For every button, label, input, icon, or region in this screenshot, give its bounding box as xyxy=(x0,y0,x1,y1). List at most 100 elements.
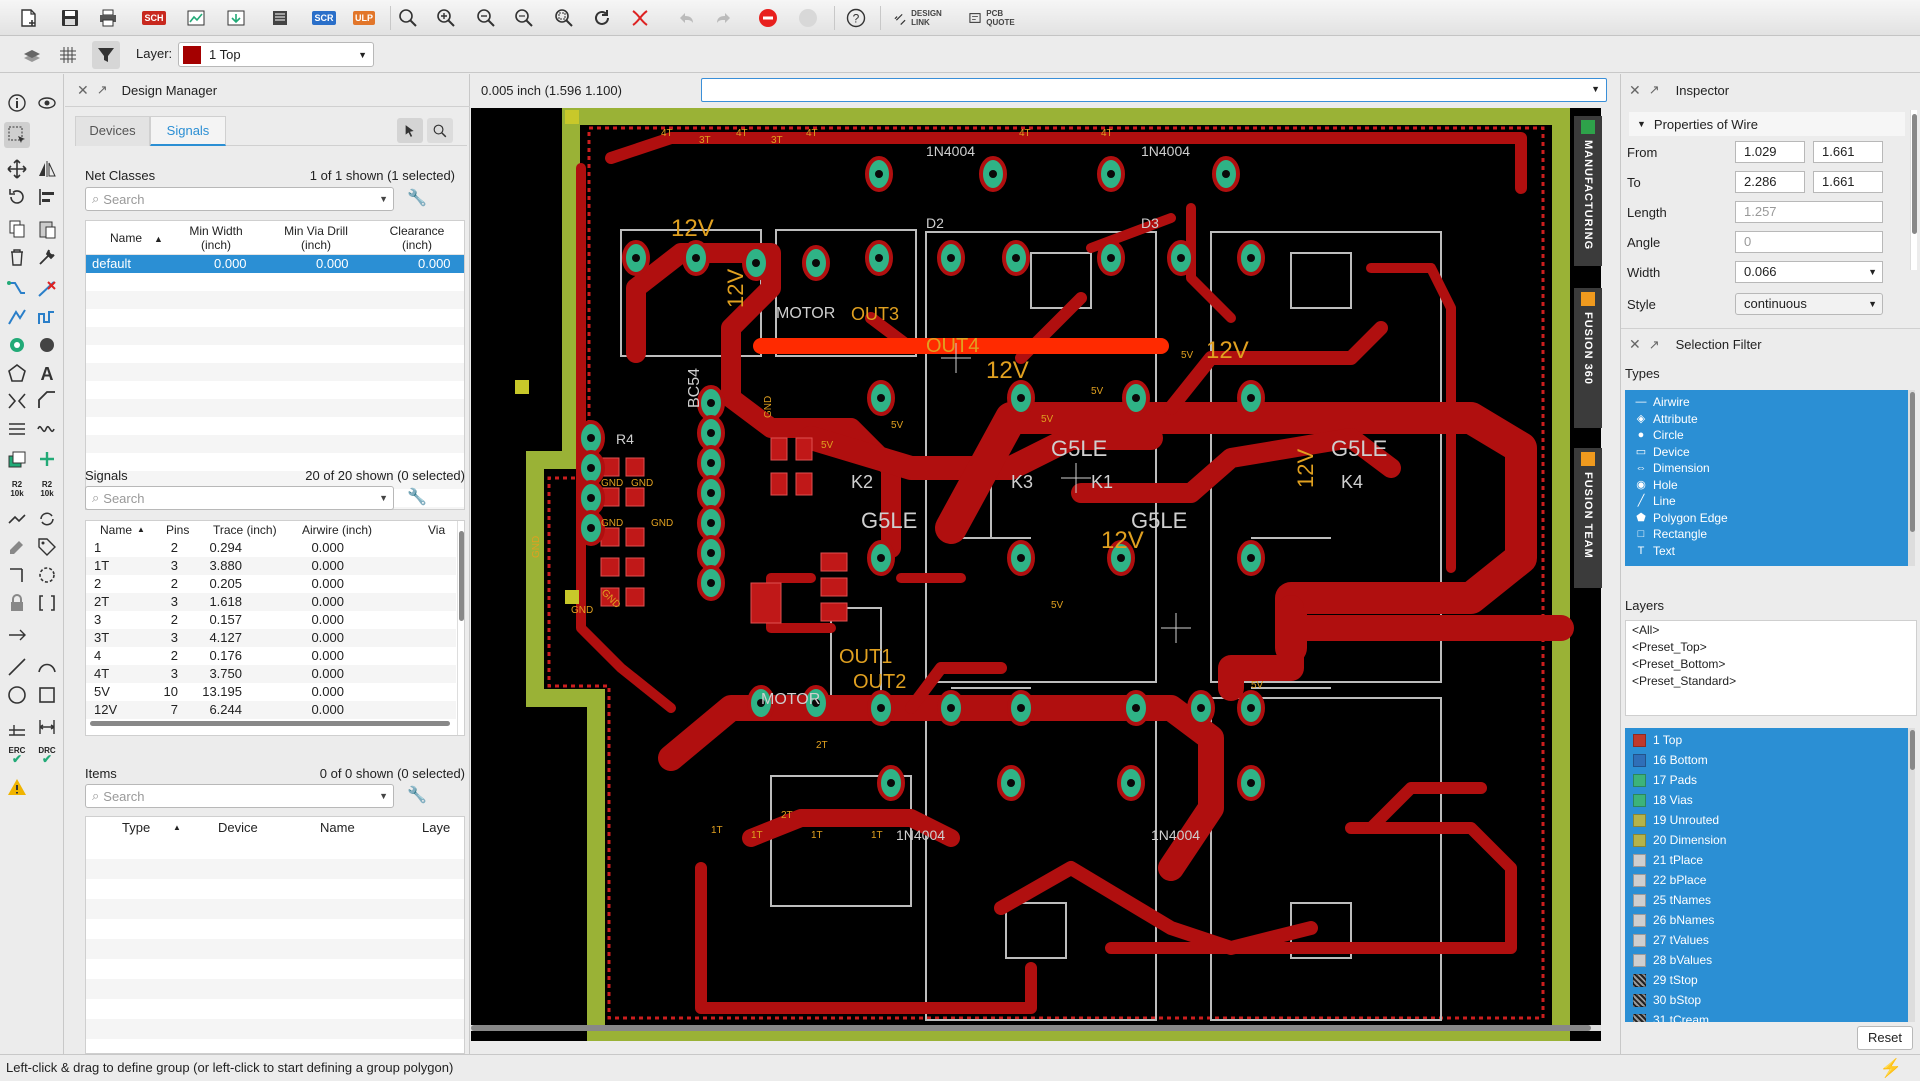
miter-icon[interactable] xyxy=(34,388,60,414)
stop-icon[interactable] xyxy=(754,4,782,32)
select-mode-button[interactable] xyxy=(397,118,423,143)
route-icon[interactable] xyxy=(4,276,30,302)
copy-icon[interactable] xyxy=(4,216,30,242)
optimize-icon[interactable] xyxy=(4,416,30,442)
polygon-icon[interactable] xyxy=(4,360,30,386)
drc-icon[interactable]: DRC✔ xyxy=(38,746,56,766)
smash-icon[interactable] xyxy=(4,506,30,532)
close-icon[interactable]: ✕ xyxy=(1629,81,1641,98)
layer-item[interactable]: 29 tStop xyxy=(1625,970,1698,990)
arrow-right-icon[interactable] xyxy=(4,622,30,648)
new-file-icon[interactable] xyxy=(14,4,42,32)
type-item[interactable]: ╱Line xyxy=(1625,491,1676,511)
type-item[interactable]: —Airwire xyxy=(1625,392,1690,412)
preset-item[interactable]: <Preset_Bottom> xyxy=(1632,657,1726,671)
scrollbar[interactable] xyxy=(457,521,464,735)
from-y-input[interactable]: 1.661 xyxy=(1813,141,1883,163)
print-icon[interactable] xyxy=(94,4,122,32)
wrench-icon[interactable]: 🔧 xyxy=(407,787,427,804)
redo-icon[interactable] xyxy=(710,4,738,32)
layer-stack-icon[interactable] xyxy=(4,446,30,472)
ripup-icon[interactable] xyxy=(34,276,60,302)
mark-icon[interactable] xyxy=(4,714,30,740)
zoom-fit-icon[interactable] xyxy=(394,4,422,32)
rotate-icon[interactable] xyxy=(4,184,30,210)
schematic-icon[interactable]: SCH xyxy=(142,11,166,25)
close-icon[interactable]: ✕ xyxy=(1629,336,1641,352)
zoom-select-icon[interactable] xyxy=(550,4,578,32)
layer-item[interactable]: 31 tCream xyxy=(1625,1010,1709,1022)
layer-item[interactable]: 20 Dimension xyxy=(1625,830,1726,850)
preset-item[interactable]: <Preset_Top> xyxy=(1632,640,1707,654)
scrollbar[interactable] xyxy=(1908,390,1915,566)
zoom-window-icon[interactable] xyxy=(510,4,538,32)
command-input[interactable]: ▼ xyxy=(701,78,1607,102)
table-row[interactable]: default 0.000 0.000 0.000 xyxy=(86,255,464,273)
handle[interactable] xyxy=(515,380,529,394)
undo-icon[interactable] xyxy=(672,4,700,32)
show-icon[interactable] xyxy=(34,90,60,116)
align-icon[interactable] xyxy=(34,184,60,210)
circle-icon[interactable] xyxy=(4,682,30,708)
pin-lock-icon[interactable] xyxy=(4,590,30,616)
to-y-input[interactable]: 1.661 xyxy=(1813,171,1883,193)
rectangle-icon[interactable] xyxy=(34,682,60,708)
preset-item[interactable]: <Preset_Standard> xyxy=(1632,674,1737,688)
paste-icon[interactable] xyxy=(34,216,60,242)
add-icon[interactable] xyxy=(34,446,60,472)
script-icon[interactable]: SCR xyxy=(312,11,336,25)
item-search-input[interactable]: ⌕ Search ▼ xyxy=(85,784,394,808)
hole-icon[interactable] xyxy=(34,332,60,358)
cam-processor-icon[interactable] xyxy=(182,4,210,32)
preset-item[interactable]: <All> xyxy=(1632,623,1660,637)
pcb-quote-button[interactable]: PCB QUOTE xyxy=(966,4,1016,32)
undock-icon[interactable]: ↗ xyxy=(1648,82,1660,97)
scrollbar[interactable] xyxy=(1908,728,1915,1022)
layer-item[interactable]: 22 bPlace xyxy=(1625,870,1706,890)
info-icon[interactable] xyxy=(4,90,30,116)
layer-item[interactable]: 17 Pads xyxy=(1625,770,1697,790)
mirror-icon[interactable] xyxy=(34,156,60,182)
layer-settings-icon[interactable] xyxy=(18,41,46,69)
to-x-input[interactable]: 2.286 xyxy=(1735,171,1805,193)
signal-icon[interactable] xyxy=(34,416,60,442)
horizontal-scrollbar[interactable] xyxy=(471,1025,1601,1031)
layer-item[interactable]: 21 tPlace xyxy=(1625,850,1703,870)
delete-icon[interactable] xyxy=(4,244,30,270)
change-icon[interactable] xyxy=(34,244,60,270)
signal-search-input[interactable]: ⌕ Search ▼ xyxy=(85,486,394,510)
ulp-icon[interactable]: ULP xyxy=(353,11,375,25)
wrench-icon[interactable]: 🔧 xyxy=(407,190,427,207)
pcb-board-canvas[interactable]: 12V 12V 12V 12V 12V 12V OUT3 OUT4 OUT1 O… xyxy=(471,107,1601,1044)
dimension-icon[interactable] xyxy=(34,714,60,740)
type-item[interactable]: □Rectangle xyxy=(1625,524,1707,544)
grid-icon[interactable] xyxy=(54,41,82,69)
zoom-selection-button[interactable] xyxy=(427,118,453,143)
lock-icon[interactable] xyxy=(4,534,30,560)
circle-dashed-icon[interactable] xyxy=(34,562,60,588)
close-icon[interactable]: ✕ xyxy=(77,81,89,98)
undock-icon[interactable]: ↗ xyxy=(96,82,108,97)
tab-fusion-360[interactable]: FUSION 360 xyxy=(1574,288,1602,428)
attribute-icon[interactable] xyxy=(34,534,60,560)
tab-devices[interactable]: Devices xyxy=(75,116,150,146)
lightning-icon[interactable]: ⚡ xyxy=(1879,1058,1902,1078)
design-link-button[interactable]: DESIGN LINK xyxy=(892,4,942,32)
save-icon[interactable] xyxy=(56,4,84,32)
group-select-icon[interactable] xyxy=(4,122,30,148)
tab-signals[interactable]: Signals xyxy=(150,116,226,146)
layer-item[interactable]: 25 tNames xyxy=(1625,890,1711,910)
layer-select[interactable]: 1 Top ▼ xyxy=(178,42,374,67)
zoom-in-icon[interactable] xyxy=(432,4,460,32)
properties-section-header[interactable]: ▼ Properties of Wire xyxy=(1629,112,1905,136)
layer-item[interactable]: 27 tValues xyxy=(1625,930,1709,950)
layer-item[interactable]: 16 Bottom xyxy=(1625,750,1708,770)
